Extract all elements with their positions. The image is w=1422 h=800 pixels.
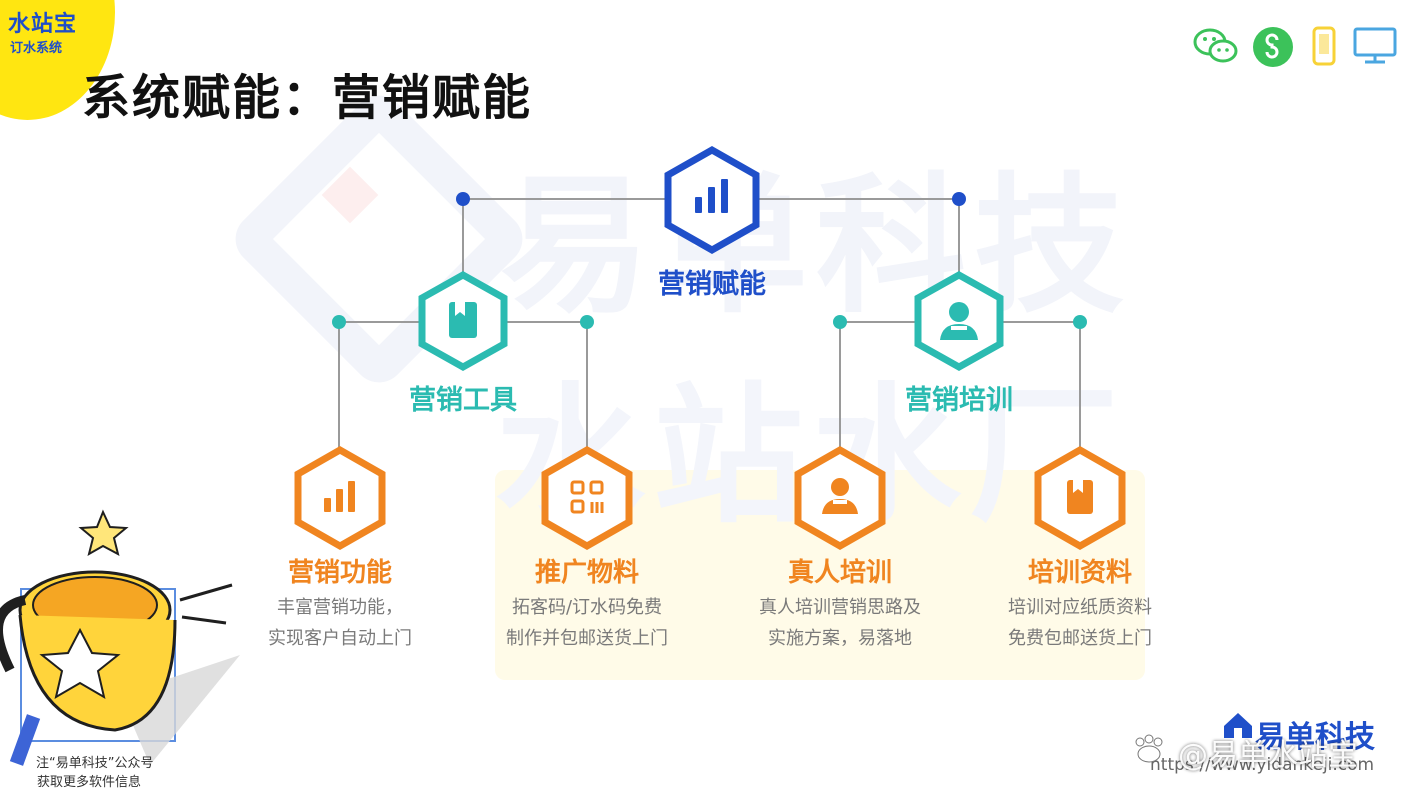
paw-icon [1135, 734, 1163, 763]
leaf-hexagon-training-docs [1034, 445, 1126, 551]
leaf-hexagon-promo-materials [541, 445, 633, 551]
root-hexagon [664, 145, 760, 255]
person-icon [822, 478, 858, 514]
desktop-icon [1353, 27, 1397, 64]
person-icon [940, 302, 978, 340]
leaf-title-live-training: 真人培训 [787, 558, 892, 588]
branch-title-training: 营销培训 [905, 385, 1013, 416]
leaf-desc-training-docs: 培训对应纸质资料 免费包邮送货上门 [1008, 597, 1152, 649]
logo-sub-text: 订水系统 [10, 41, 63, 56]
branch-hexagon-tools [418, 270, 508, 372]
logo-main-text: 水站宝 [8, 12, 78, 37]
watermark-text-1: 易单科技 [500, 160, 1133, 334]
leaf-title-training-docs: 培训资料 [1027, 558, 1132, 588]
leaf-desc-marketing-functions: 丰富营销功能， 实现客户自动上门 [268, 597, 412, 649]
qr-caption-line1: 注“易单科技”公众号 [36, 756, 154, 771]
leaf-hexagon-live-training [794, 445, 886, 551]
leaf-desc-live-training: 真人培训营销思路及 实施方案，易落地 [759, 597, 921, 649]
bar-chart-icon [695, 179, 728, 213]
mini-program-icon [1253, 27, 1293, 67]
book-icon [1067, 480, 1093, 514]
website-url[interactable]: https://www.yidankeji.com [1150, 755, 1375, 775]
branch-title-tools: 营销工具 [409, 385, 517, 416]
branch-hexagon-training [914, 270, 1004, 372]
trophy-illustration [0, 509, 240, 766]
qr-code-icon [570, 480, 604, 514]
connector-dots [332, 192, 1087, 329]
leaf-desc-promo-materials: 拓客码/订水码免费 制作并包邮送货上门 [506, 597, 668, 649]
page-title: 系统赋能：营销赋能 [82, 70, 533, 126]
leaf-hexagon-marketing-functions [294, 445, 386, 551]
brand-house-icon [1224, 713, 1252, 738]
credit-watermark: @易单水站宝 [1178, 738, 1358, 773]
qr-caption-line2: 获取更多软件信息 [37, 775, 142, 790]
leaf-title-marketing-functions: 营销功能 [287, 558, 392, 588]
leaf-title-promo-materials: 推广物料 [534, 558, 639, 588]
brand-bottom-text: 易单科技 [1255, 720, 1375, 755]
root-title: 营销赋能 [658, 269, 766, 300]
bar-chart-icon [324, 481, 355, 512]
book-icon [449, 302, 477, 338]
wechat-icon [1193, 28, 1238, 63]
mobile-icon [1312, 26, 1336, 66]
